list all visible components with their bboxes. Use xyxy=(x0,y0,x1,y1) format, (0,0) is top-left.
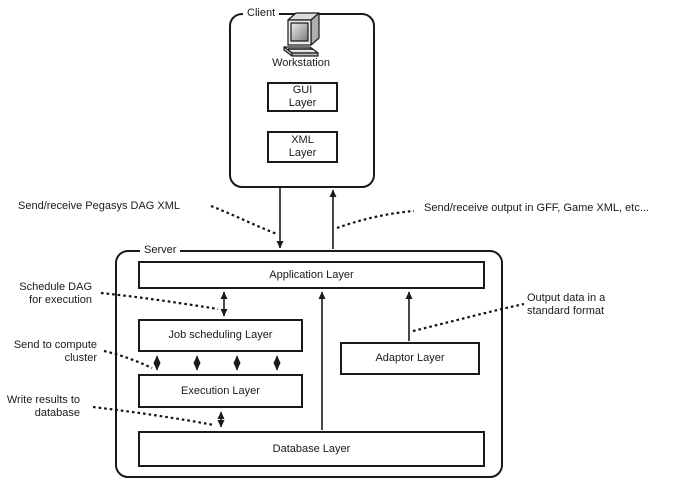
gui-layer-line2: Layer xyxy=(288,97,317,109)
client-label: Client xyxy=(243,7,280,19)
leader-send-dag xyxy=(210,204,278,236)
xml-layer-box: XML Layer xyxy=(267,131,338,163)
annotation-send-dag: Send/receive Pegasys DAG XML xyxy=(18,200,181,212)
leader-receive-output xyxy=(336,209,415,230)
xml-layer-line1: XML xyxy=(291,134,314,146)
annotation-send-compute-line1: Send to compute xyxy=(13,339,97,351)
adaptor-layer-box: Adaptor Layer xyxy=(340,342,480,375)
annotation-write-results-line2: database xyxy=(34,407,80,419)
job-scheduling-layer-label: Job scheduling Layer xyxy=(168,329,273,341)
annotation-send-compute-line2: cluster xyxy=(64,352,97,364)
annotation-receive-output: Send/receive output in GFF, Game XML, et… xyxy=(424,202,649,214)
execution-layer-label: Execution Layer xyxy=(181,384,260,397)
database-layer-label: Database Layer xyxy=(272,442,351,455)
annotation-send-compute: Send to compute cluster xyxy=(7,339,97,365)
annotation-write-results-line1: Write results to xyxy=(6,394,80,406)
xml-layer-line2: Layer xyxy=(288,147,317,159)
database-layer-box: Database Layer xyxy=(138,431,485,467)
job-scheduling-layer-box: Job scheduling Layer xyxy=(138,319,303,352)
application-layer-box: Application Layer xyxy=(138,261,485,289)
annotation-output-data-line2: standard format xyxy=(527,305,605,317)
gui-layer-line1: GUI xyxy=(292,84,313,96)
annotation-schedule-dag: Schedule DAG for execution xyxy=(2,281,92,307)
annotation-schedule-dag-line1: Schedule DAG xyxy=(19,281,92,293)
workstation-label: Workstation xyxy=(272,57,330,69)
annotation-schedule-dag-line2: for execution xyxy=(29,294,92,306)
execution-layer-box: Execution Layer xyxy=(138,374,303,408)
annotation-output-data-line1: Output data in a xyxy=(527,292,606,304)
gui-layer-box: GUI Layer xyxy=(267,82,338,112)
annotation-write-results: Write results to database xyxy=(0,394,80,420)
adaptor-layer-label: Adaptor Layer xyxy=(375,352,445,364)
application-layer-label: Application Layer xyxy=(269,268,354,281)
server-label: Server xyxy=(140,244,181,256)
annotation-output-data: Output data in a standard format xyxy=(527,292,637,318)
